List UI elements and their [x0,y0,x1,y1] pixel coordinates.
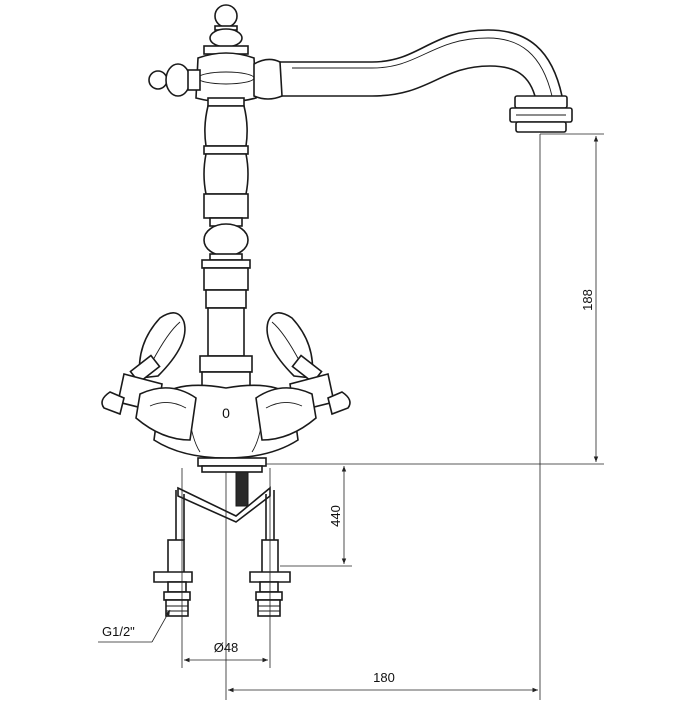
dimension-spout-height: 188 [266,133,604,700]
supply-hose-right [249,490,291,617]
mounting-base [177,457,271,523]
hot-cold-mark: 0 [222,405,230,421]
dimension-spout-reach: 180 [225,472,538,700]
column [199,97,253,395]
thread-label: G1/2" [102,624,135,639]
top-finial [203,4,249,55]
dimension-440-label: 440 [328,505,343,527]
reach-label: 180 [373,670,395,685]
side-finial-right [253,58,283,100]
spout [275,29,573,133]
dimension-supply-length: 440 [280,466,352,567]
head-body [195,52,257,103]
side-finial-left [148,63,201,97]
dimension-thread: G1/2" [98,609,171,643]
aerator [509,95,573,133]
handle-right [255,312,351,441]
supply-hose-left [153,490,193,617]
handle-left [101,312,197,441]
dimension-188-label: 188 [580,289,595,311]
